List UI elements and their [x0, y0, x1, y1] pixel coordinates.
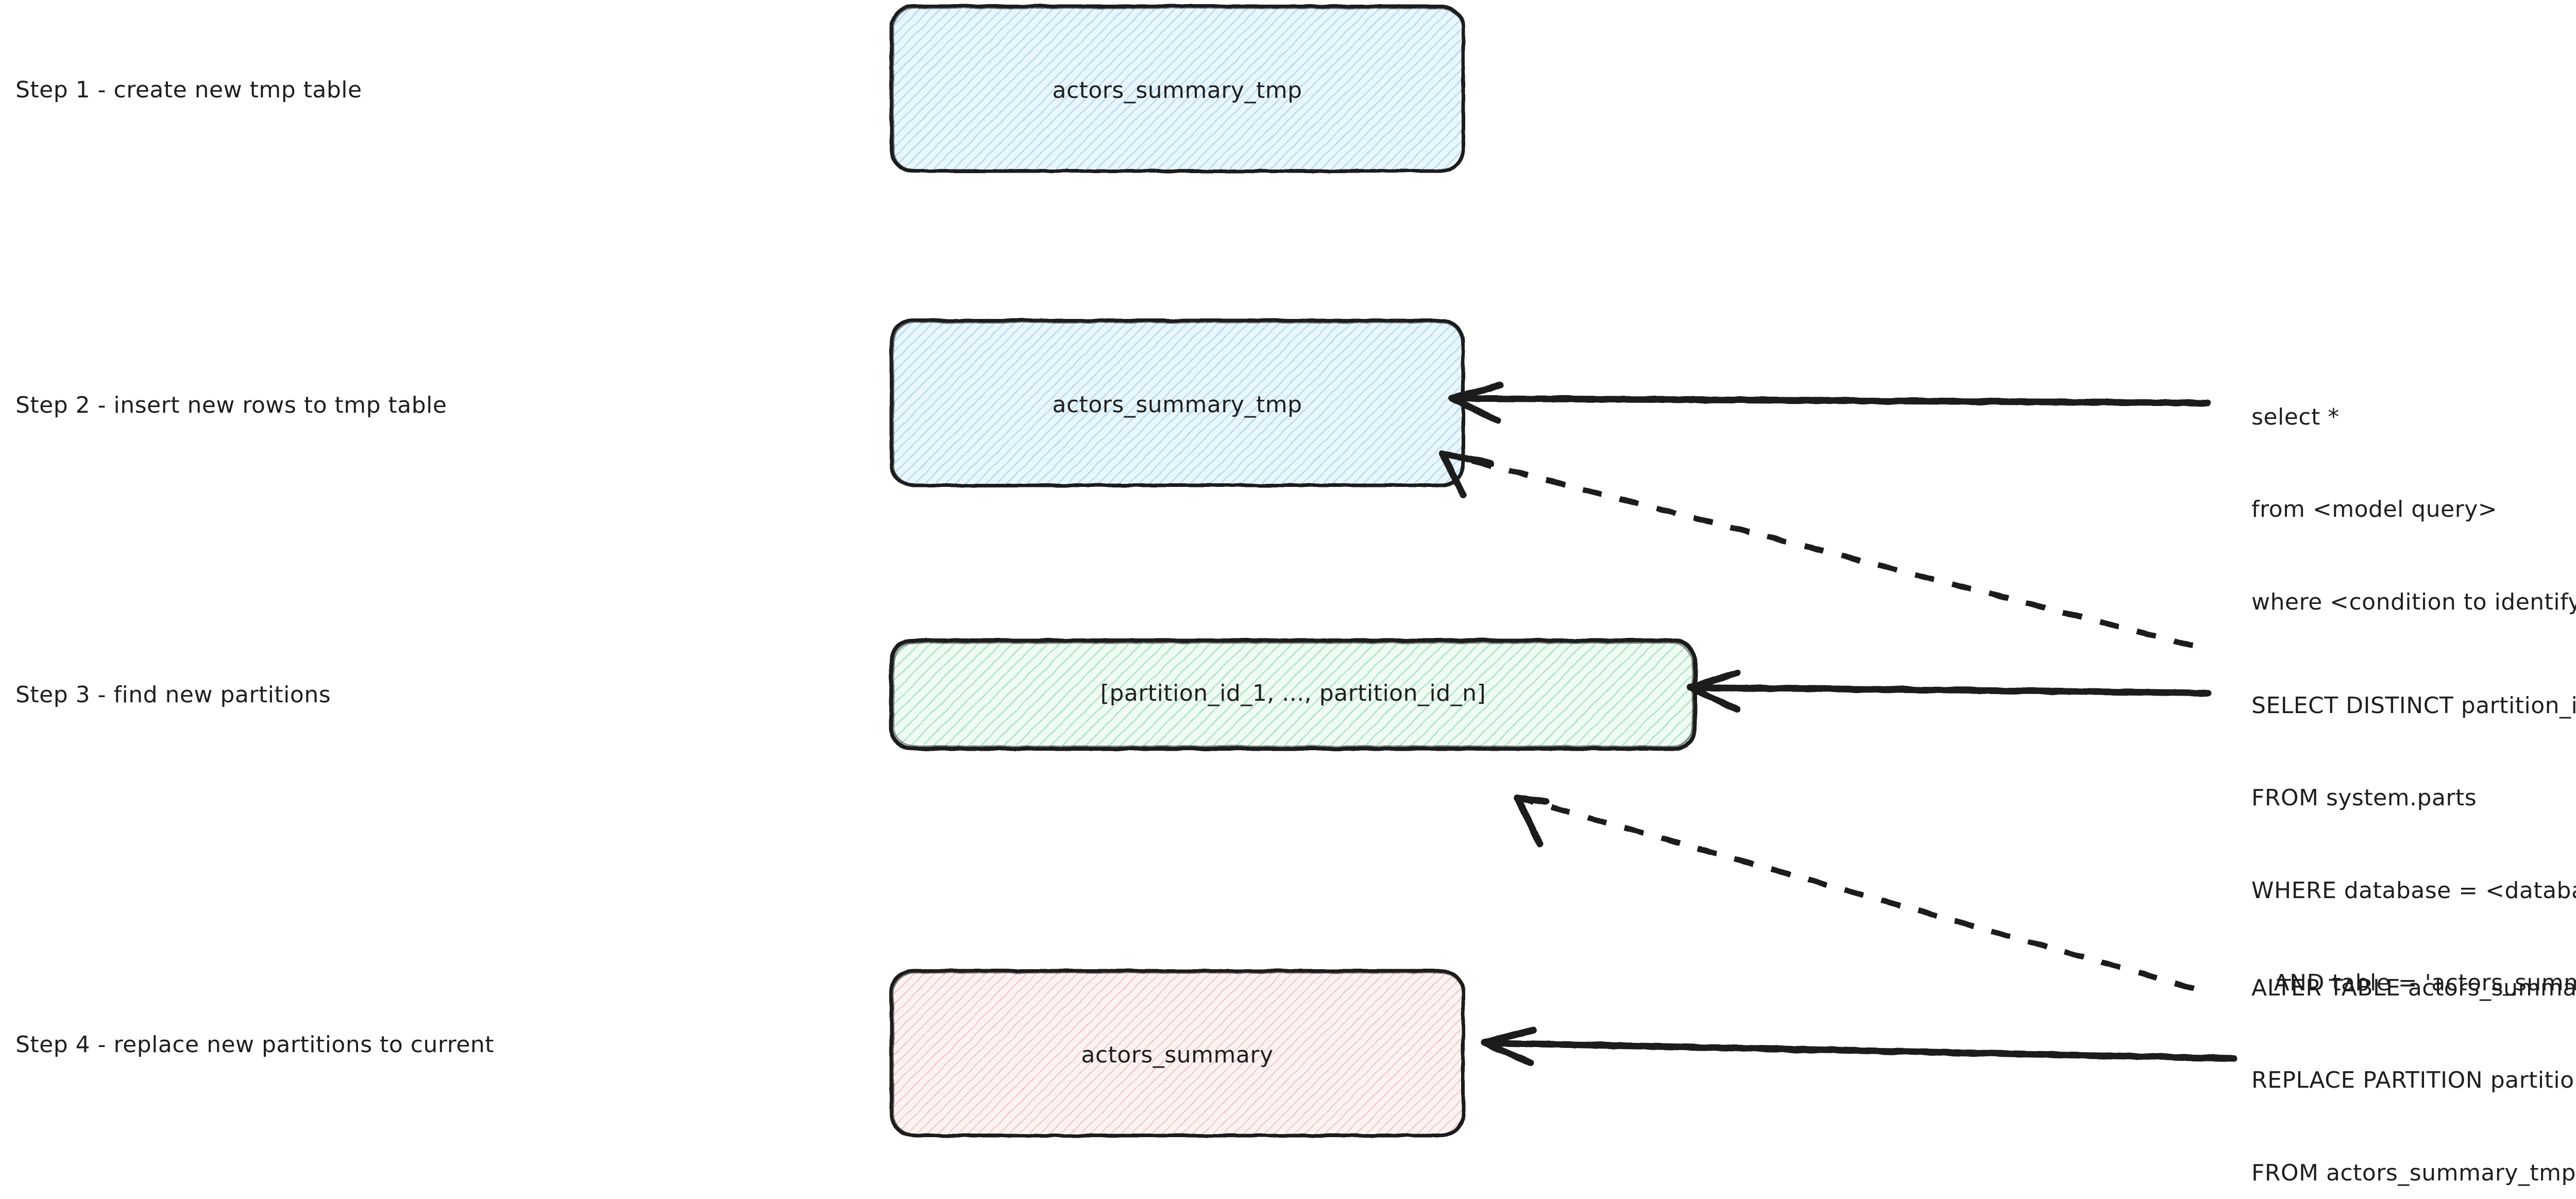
sql-find-line-2: FROM system.parts — [2251, 785, 2477, 812]
sql-find-line-3: WHERE database = <database> — [2251, 877, 2576, 904]
arrow-partitions-to-sql-replace[interactable] — [1514, 794, 2195, 991]
step-label-2: Step 2 - insert new rows to tmp table — [15, 392, 447, 418]
sql-find-partitions-block: SELECT DISTINCT partition_id FROM system… — [2251, 629, 2576, 1060]
arrow-sql-insert-to-tmp2[interactable] — [1448, 382, 2211, 424]
node-partitions-label: [partition_id_1, ..., partition_id_n] — [1100, 680, 1486, 706]
sql-insert-line-3: where <condition to identify new> — [2251, 588, 2576, 615]
node-tmp-2-label: actors_summary_tmp — [1052, 392, 1302, 418]
sql-replace-partitions-block: ALTER TABLE actors_summary REPLACE PARTI… — [2251, 911, 2576, 1199]
sql-replace-line-3: FROM actors_summary_tmp, — [2251, 1159, 2576, 1186]
arrow-sql-find-to-partitions[interactable] — [1687, 669, 2211, 713]
step-label-3: Step 3 - find new partitions — [15, 682, 331, 708]
sql-insert-block: select * from <model query> where <condi… — [2251, 340, 2576, 679]
node-summary-shape[interactable] — [889, 969, 1465, 1138]
step-label-1: Step 1 - create new tmp table — [15, 77, 362, 103]
node-tmp-1-label: actors_summary_tmp — [1052, 77, 1302, 104]
sql-insert-line-2: from <model query> — [2251, 496, 2498, 523]
sql-replace-line-2: REPLACE PARTITION partition_id_1 — [2251, 1067, 2576, 1094]
sql-insert-line-1: select * — [2251, 403, 2340, 430]
node-partitions-shape[interactable] — [889, 638, 1697, 751]
node-tmp-1-shape[interactable] — [889, 4, 1465, 173]
arrow-tmp2-to-sql-find[interactable] — [1439, 450, 2194, 649]
sql-replace-line-1: ALTER TABLE actors_summary — [2251, 974, 2576, 1001]
arrow-sql-replace-to-summary[interactable] — [1480, 1026, 2238, 1067]
step-label-4: Step 4 - replace new partitions to curre… — [15, 1032, 495, 1058]
sql-find-line-4: AND table = 'actors_summary_tmp' — [2274, 970, 2576, 997]
node-summary-label: actors_summary — [1081, 1042, 1274, 1068]
sql-find-line-1: SELECT DISTINCT partition_id — [2251, 692, 2576, 719]
